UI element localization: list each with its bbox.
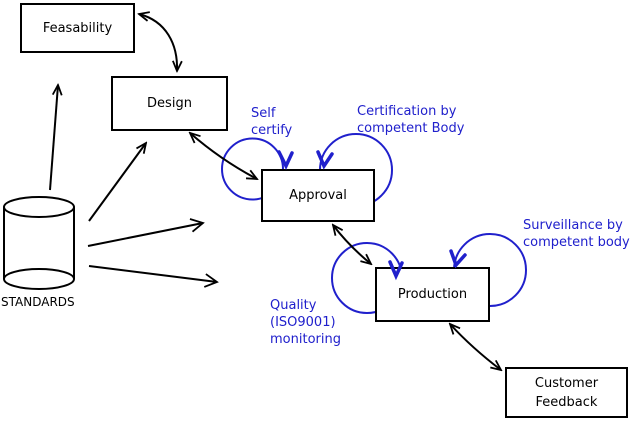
arrow-standards-design bbox=[88, 143, 146, 222]
production-label: Production bbox=[397, 287, 468, 302]
arrow-standards-approval bbox=[87, 218, 205, 247]
arrow-standards-feasability bbox=[49, 85, 58, 191]
standards-label: STANDARDS bbox=[1, 295, 75, 309]
approval-label: Approval bbox=[289, 188, 347, 203]
quality-annotation: Quality (ISO9001) monitoring bbox=[270, 297, 341, 348]
arrow-standards-production bbox=[88, 265, 219, 288]
feasability-box: Feasability bbox=[20, 3, 135, 53]
arrow-approval-production bbox=[333, 225, 371, 264]
annotation-line: Quality bbox=[270, 298, 317, 313]
certification-annotation: Certification by competent Body bbox=[357, 103, 464, 137]
approval-box: Approval bbox=[261, 169, 375, 222]
certification-arrowhead-icon bbox=[316, 150, 334, 170]
design-label: Design bbox=[147, 96, 192, 111]
self-certify-arrowhead-icon bbox=[277, 150, 294, 171]
design-box: Design bbox=[111, 76, 228, 131]
feasability-label: Feasability bbox=[42, 20, 113, 36]
customer-feedback-line2: Feedback bbox=[535, 394, 598, 410]
surveillance-annotation: Surveillance by competent body bbox=[523, 217, 630, 251]
annotation-line: certify bbox=[251, 123, 293, 138]
annotation-line: Self bbox=[251, 106, 276, 121]
annotation-line: competent Body bbox=[357, 121, 465, 136]
annotation-line: Certification by bbox=[357, 104, 457, 119]
surveillance-arrowhead-icon bbox=[449, 249, 467, 269]
annotation-line: monitoring bbox=[270, 332, 341, 347]
customer-feedback-line1: Customer bbox=[534, 375, 599, 391]
arrow-feasability-design bbox=[139, 14, 177, 71]
database-cylinder-icon bbox=[3, 196, 75, 290]
annotation-line: (ISO9001) bbox=[270, 315, 336, 330]
annotation-line: competent body bbox=[523, 235, 630, 250]
customer-feedback-box: Customer Feedback bbox=[505, 367, 628, 418]
arrow-production-customer bbox=[450, 324, 501, 370]
arrow-design-approval bbox=[190, 133, 257, 179]
annotation-line: Surveillance by bbox=[523, 218, 623, 233]
production-box: Production bbox=[375, 267, 490, 322]
self-certify-annotation: Self certify bbox=[251, 105, 292, 139]
